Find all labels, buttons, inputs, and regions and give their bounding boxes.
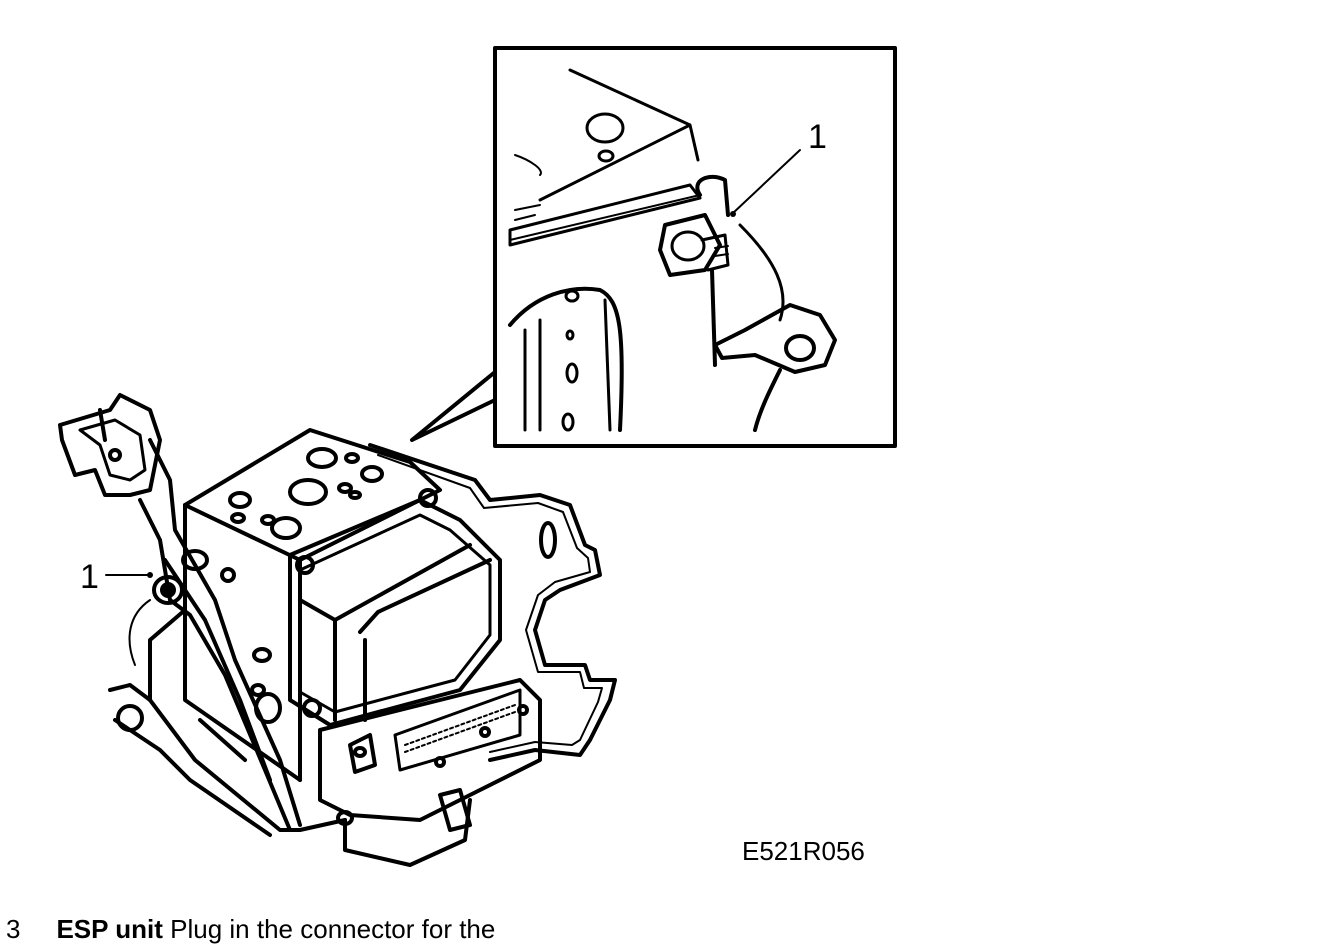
connector-socket (318, 678, 542, 867)
caption-line: 3 ESP unit Plug in the connector for the (6, 914, 495, 944)
ground-cable (58, 393, 302, 832)
ground-nut-main (128, 575, 184, 666)
callout-number-main: 1 (80, 558, 99, 596)
mounting-bracket (368, 443, 617, 762)
step-text: Plug in the connector for the (170, 914, 496, 944)
step-title: ESP unit (56, 914, 163, 944)
left-bracket (108, 608, 354, 837)
step-number: 3 (6, 914, 21, 944)
detail-inset (410, 46, 897, 448)
callout-leader-main (105, 572, 153, 578)
control-module (288, 488, 502, 727)
callout-number-inset: 1 (808, 118, 827, 156)
figure-code: E521R056 (742, 836, 865, 866)
